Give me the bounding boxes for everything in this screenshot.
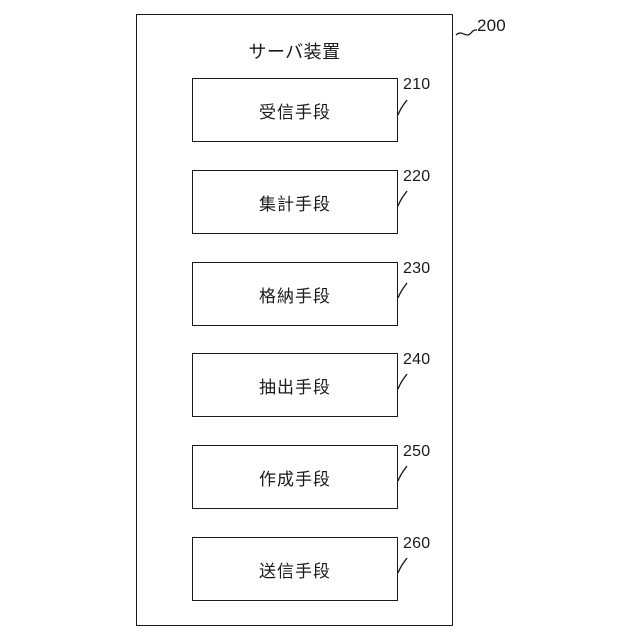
block-aggregating-ref: 220 [403,168,430,186]
block-receiving-label: 受信手段 [259,98,331,123]
block-sending-ref: 260 [403,535,430,553]
server-ref-label: 200 [477,16,506,36]
block-extracting-label: 抽出手段 [259,373,331,398]
block-creating: 作成手段 [192,445,398,509]
block-receiving: 受信手段 [192,78,398,142]
block-creating-ref: 250 [403,443,430,461]
block-sending: 送信手段 [192,537,398,601]
block-creating-label: 作成手段 [259,465,331,490]
block-storing: 格納手段 [192,262,398,326]
block-extracting: 抽出手段 [192,353,398,417]
block-storing-ref: 230 [403,260,430,278]
block-extracting-ref: 240 [403,351,430,369]
block-storing-label: 格納手段 [259,282,331,307]
server-device-title: サーバ装置 [136,38,453,64]
block-aggregating-label: 集計手段 [259,190,331,215]
block-sending-label: 送信手段 [259,557,331,582]
block-receiving-ref: 210 [403,76,430,94]
block-aggregating: 集計手段 [192,170,398,234]
leader-line-200 [456,30,477,35]
